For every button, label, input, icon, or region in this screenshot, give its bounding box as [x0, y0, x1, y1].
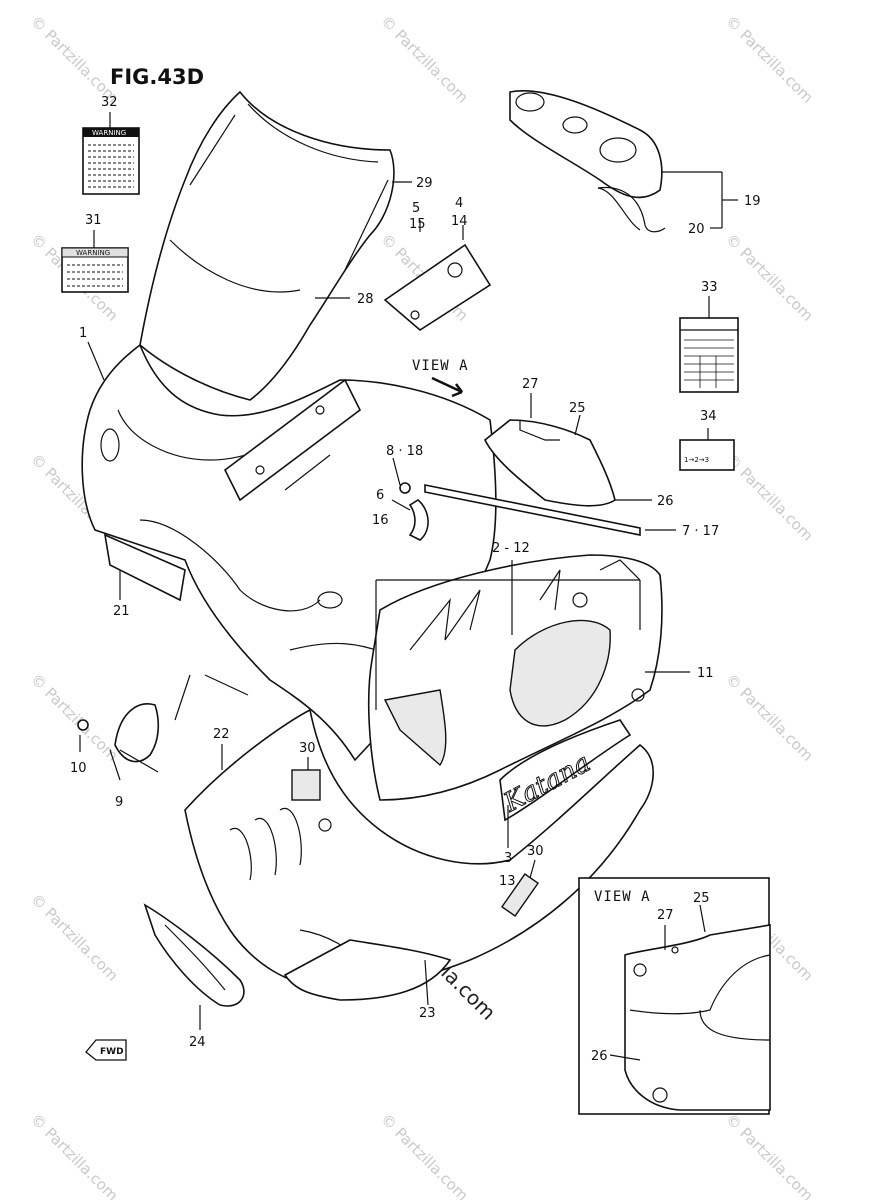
inset-label: VIEW A — [594, 889, 651, 905]
label-34-text: 1→2→3 — [684, 456, 709, 464]
callout-32: 32 — [101, 95, 118, 110]
view-label: VIEW A — [412, 358, 469, 374]
callout-13: 13 — [499, 874, 516, 889]
callout-3: 3 — [504, 851, 512, 866]
fwd-arrow: FWD — [85, 1039, 127, 1061]
callout-20: 20 — [688, 222, 705, 237]
callout-10: 10 — [70, 761, 87, 776]
side-cowl-11 — [367, 554, 663, 801]
inset-callout-25: 25 — [693, 891, 710, 906]
trim-strip-7 — [424, 484, 641, 536]
view-arrow — [431, 376, 463, 398]
callout-33: 33 — [701, 280, 718, 295]
lower-panel — [283, 939, 452, 1001]
callout-8-18: 8 · 18 — [386, 444, 423, 459]
watermark: © Partzilla.com — [27, 1110, 122, 1200]
callout-2-12: 2 - 12 — [492, 541, 530, 556]
watermark: © Partzilla.com — [377, 12, 472, 107]
watermark: © Partzilla.com — [722, 230, 817, 325]
callout-7-17: 7 · 17 — [682, 524, 719, 539]
watermark: © Partzilla.com — [722, 670, 817, 765]
fwd-label: FWD — [100, 1047, 124, 1057]
callout-19: 19 — [744, 194, 761, 209]
watermark: © Partzilla.com — [27, 670, 122, 765]
pad-30b — [501, 873, 539, 917]
hose-20 — [597, 186, 666, 233]
watermark: © Partzilla.com — [27, 12, 122, 107]
bracket-6 — [399, 482, 429, 541]
windscreen-28 — [139, 90, 395, 401]
warning-label-32: WARNING — [82, 112, 140, 195]
inset-callout-26: 26 — [591, 1049, 608, 1064]
bracket-4 — [383, 243, 492, 331]
callout-30a: 30 — [299, 741, 316, 756]
callout-5: 5 — [412, 201, 420, 216]
warning-label-text: WARNING — [92, 129, 126, 137]
watermark: © Partzilla.com — [377, 1110, 472, 1200]
callout-29: 29 — [416, 176, 433, 191]
label-33 — [679, 296, 739, 393]
warning-label-31: WARNING — [61, 230, 129, 293]
bracket-24 — [143, 903, 245, 1007]
warning-label-text: WARNING — [76, 249, 110, 257]
callout-23: 23 — [419, 1006, 436, 1021]
callouts: 32 31 1 29 28 5 15 4 14 19 20 33 27 25 3… — [70, 95, 761, 1064]
figure-title: FIG.43D — [110, 65, 204, 89]
leader-lines — [79, 171, 738, 1061]
callout-4: 4 — [455, 196, 463, 211]
callout-1: 1 — [79, 326, 87, 341]
panel-21 — [103, 533, 186, 602]
callout-16: 16 — [372, 513, 389, 528]
callout-25: 25 — [569, 401, 586, 416]
callout-34: 34 — [700, 409, 717, 424]
watermark: © Partzilla.com — [722, 1110, 817, 1200]
label-34: 1→2→3 — [679, 428, 735, 471]
callout-15: 15 — [409, 217, 426, 232]
callout-9: 9 — [115, 795, 123, 810]
callout-21: 21 — [113, 604, 130, 619]
inset-callout-27: 27 — [657, 908, 674, 923]
inner-panel — [223, 378, 362, 502]
callout-22: 22 — [213, 727, 230, 742]
callout-31: 31 — [85, 213, 102, 228]
callout-28: 28 — [357, 292, 374, 307]
callout-27: 27 — [522, 377, 539, 392]
watermark: © Partzilla.com — [27, 890, 122, 985]
callout-11: 11 — [697, 666, 714, 681]
watermark: © Partzilla.com — [722, 450, 817, 545]
callout-6: 6 — [376, 488, 384, 503]
callout-30b: 30 — [527, 844, 544, 859]
callout-26: 26 — [657, 494, 674, 509]
callout-24: 24 — [189, 1035, 206, 1050]
watermark: © Partzilla.com — [722, 12, 817, 107]
callout-14: 14 — [451, 214, 468, 229]
inset-view-a: VIEW A — [578, 877, 771, 1115]
meter-panel-19 — [509, 90, 663, 231]
cover-9 — [77, 703, 160, 763]
pad-30a — [291, 769, 321, 801]
duct-25-27 — [483, 419, 616, 507]
